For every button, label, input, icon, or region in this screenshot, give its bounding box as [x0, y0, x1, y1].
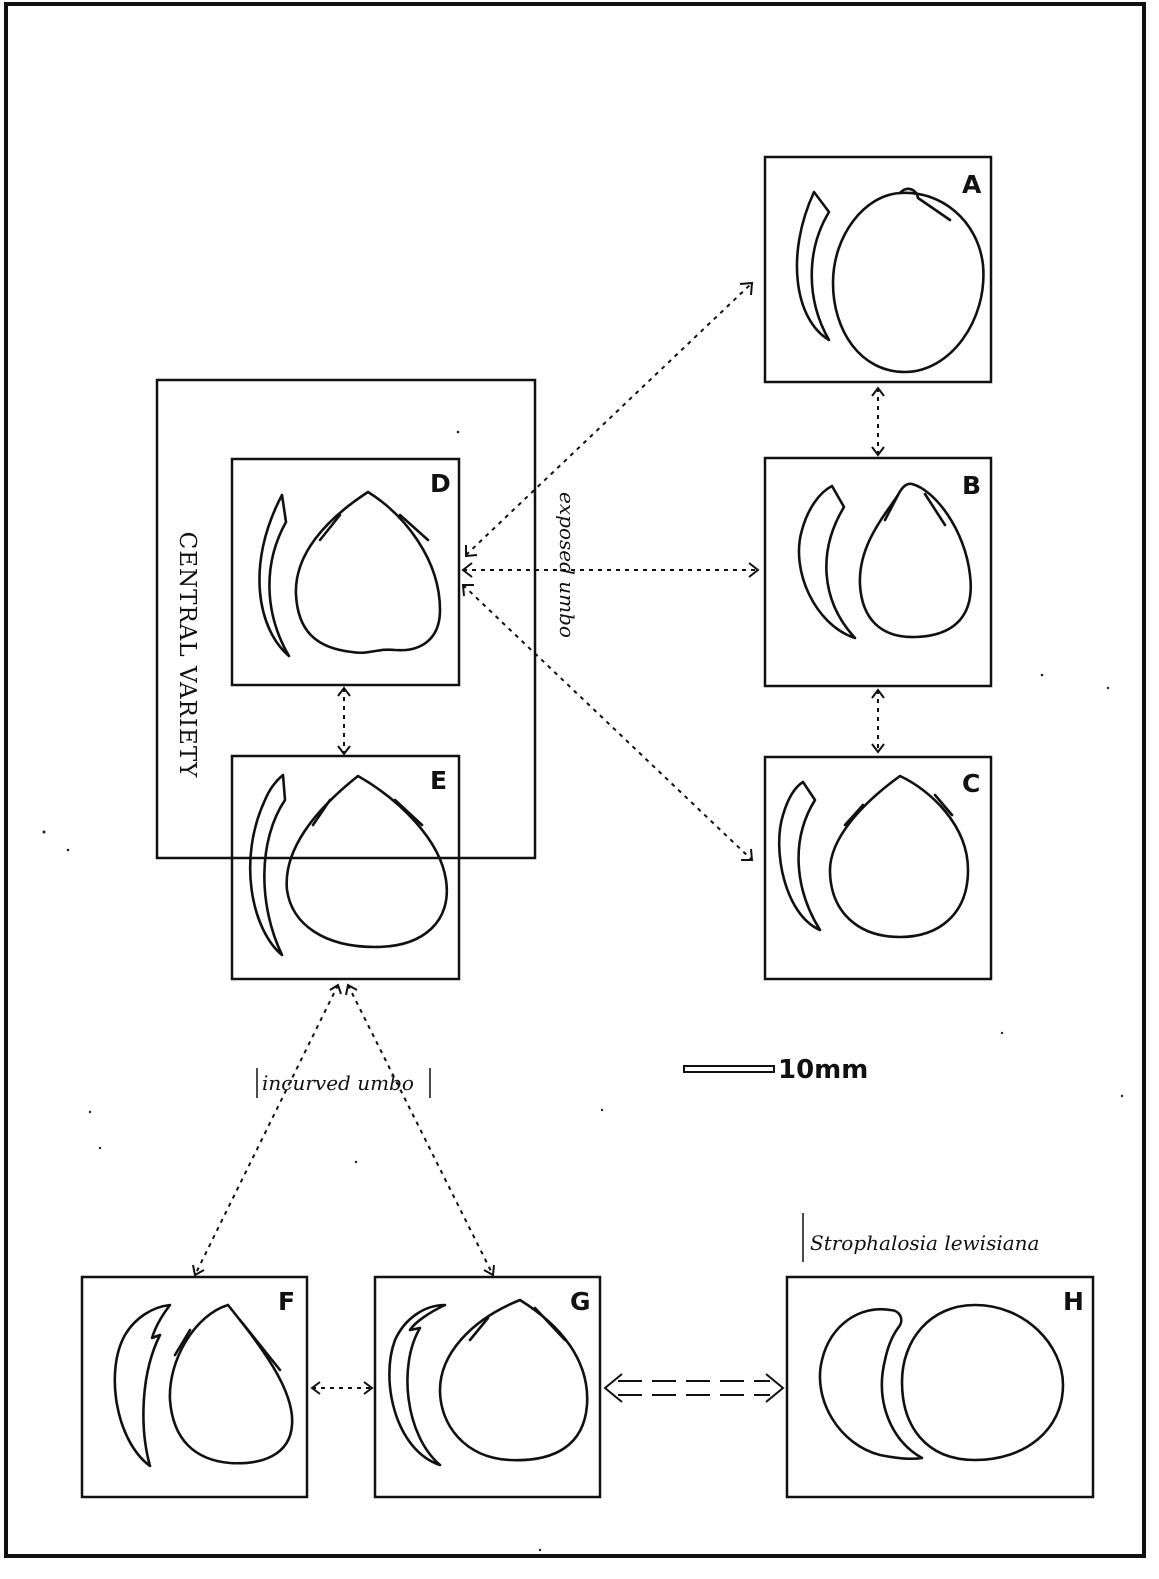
species-label: Strophalosia lewisiana	[810, 1231, 1039, 1255]
panel-h-dorsal-view	[900, 1303, 1065, 1462]
scale-bar: 10mm	[683, 1055, 868, 1085]
panel-b-frame	[763, 456, 993, 688]
panel-f-dorsal-view	[168, 1303, 294, 1465]
panel-g-letter: G	[570, 1287, 591, 1316]
arrow-e-g	[347, 984, 494, 1276]
panel-d-side-view	[258, 493, 291, 658]
panel-d-dorsal-view	[294, 490, 442, 654]
species-label-group: Strophalosia lewisiana	[802, 1213, 1039, 1262]
panel-c: C	[763, 755, 993, 981]
relation-arrows	[192, 281, 885, 1395]
panel-e: E	[230, 754, 461, 981]
panel-a-side-view	[795, 190, 831, 342]
incurved-umbo-group: incurved umbo	[256, 1068, 431, 1098]
panel-f-letter: F	[278, 1287, 295, 1316]
panel-c-side-view	[777, 780, 822, 932]
panel-b: B	[763, 456, 993, 688]
panel-c-dorsal-view	[828, 774, 970, 939]
panel-h-side-view	[818, 1307, 924, 1461]
panel-b-letter: B	[962, 471, 981, 500]
arrow-g-h	[603, 1373, 785, 1403]
panel-e-side-view	[248, 773, 287, 957]
panel-b-dorsal-view	[858, 482, 973, 639]
incurved-umbo-label: incurved umbo	[262, 1071, 414, 1095]
scale-bar-label: 10mm	[778, 1055, 868, 1085]
panel-c-frame	[763, 755, 993, 981]
panel-h-frame	[785, 1275, 1095, 1499]
panel-a-letter: A	[962, 170, 982, 199]
panel-g: G	[373, 1275, 602, 1499]
panel-e-dorsal-view	[285, 774, 449, 949]
arrow-e-f	[194, 984, 339, 1276]
panel-d-letter: D	[430, 469, 451, 498]
panel-g-frame	[373, 1275, 602, 1499]
panel-f-frame	[80, 1275, 309, 1499]
arrow-d-c	[462, 584, 753, 861]
panel-b-side-view	[797, 484, 857, 640]
panel-g-dorsal-view	[438, 1298, 589, 1462]
panel-a: A	[763, 155, 993, 384]
panel-d: D	[230, 457, 461, 687]
panel-a-dorsal-view	[831, 191, 985, 374]
arrow-d-a	[465, 282, 753, 556]
panel-e-letter: E	[430, 766, 447, 795]
speckles	[42, 430, 1124, 1552]
panel-h: H	[785, 1275, 1095, 1499]
panel-a-frame	[763, 155, 993, 384]
central-variety-label: CENTRAL VARIETY	[174, 532, 200, 779]
outer-frame	[4, 2, 1146, 1558]
panel-f-side-view	[113, 1303, 172, 1468]
panel-f: F	[80, 1275, 309, 1499]
panel-c-letter: C	[962, 769, 980, 798]
central-variety-box	[155, 378, 537, 860]
scale-bar-line	[683, 1065, 775, 1073]
exposed-umbo-label: exposed umbo	[555, 492, 579, 638]
panel-e-frame	[230, 754, 461, 981]
panel-g-side-view	[388, 1303, 447, 1467]
panel-h-letter: H	[1063, 1287, 1084, 1316]
panel-d-frame	[230, 457, 461, 687]
